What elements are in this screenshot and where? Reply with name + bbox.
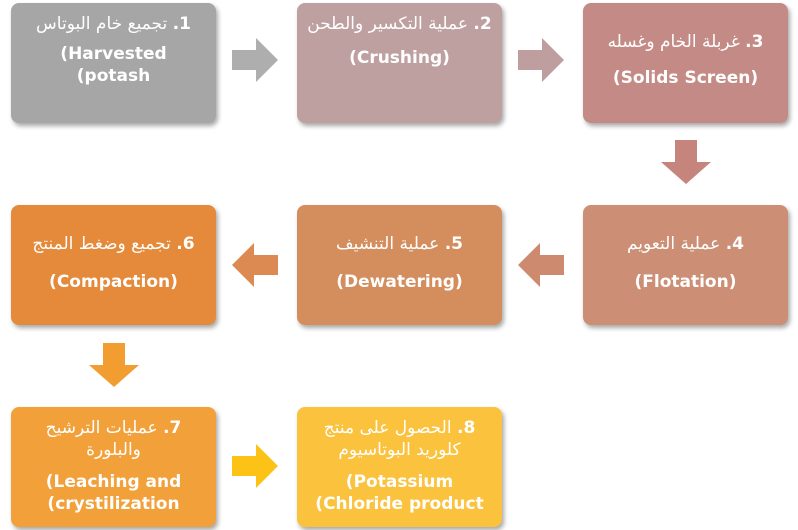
down-arrow-icon (661, 140, 711, 184)
right-arrow-icon (232, 444, 278, 488)
step-5-box: 5. عملية التنشيف (Dewatering) (297, 205, 502, 325)
step-3-english-line-1: (Solids Screen) (612, 68, 759, 88)
step-2-number: 2. (473, 14, 492, 34)
arrow-4-to-5 (518, 243, 564, 287)
step-3-box: 3. غربلة الخام وغسله (Solids Screen) (583, 3, 788, 123)
arrow-6-to-7 (89, 343, 139, 387)
right-arrow-icon (232, 38, 278, 82)
step-2-english-line-1: (Crushing) (349, 48, 450, 68)
step-5-arabic-label: عملية التنشيف (335, 234, 440, 254)
step-7-english-line-1: Leaching and) (45, 472, 182, 492)
step-6-number: 6. (176, 234, 195, 254)
arrow-5-to-6 (232, 243, 278, 287)
step-2-arabic-label: عملية التكسير والطحن (307, 14, 468, 34)
step-4-arabic-label: عملية التعويم (626, 234, 721, 254)
step-8-arabic-label: الحصول على منتج كلوريد البوتاسيوم (323, 418, 461, 460)
step-4-box: 4. عملية التعويم (Flotation) (583, 205, 788, 325)
down-arrow-icon (89, 343, 139, 387)
step-5-english-line-1: (Dewatering) (336, 272, 463, 292)
step-8-number: 8. (456, 418, 476, 438)
step-3-number: 3. (745, 32, 764, 52)
left-arrow-icon (232, 243, 278, 287)
step-6-arabic-label: تجميع وضغط المنتج (32, 234, 171, 254)
step-7-number: 7. (163, 418, 182, 438)
step-7-arabic-label: عمليات الترشيح والبلورة (45, 418, 158, 460)
step-6-box: 6. تجميع وضغط المنتج (Compaction) (11, 205, 216, 325)
step-8-english-line-2: Chloride product) (315, 494, 484, 514)
step-5-number: 5. (444, 234, 464, 254)
right-arrow-icon (518, 38, 564, 82)
step-7-english-line-2: crystilization) (47, 494, 180, 514)
step-1-box: 1. تجميع خام البوتاس Harvested) potash) (11, 3, 216, 123)
arrow-7-to-8 (232, 444, 278, 488)
step-8-english-line-1: Potassium) (345, 472, 454, 492)
step-1-arabic-label: تجميع خام البوتاس (36, 14, 168, 34)
step-1-english-line-1: Harvested) (60, 44, 167, 64)
step-3-arabic-label: غربلة الخام وغسله (607, 32, 740, 52)
arrow-1-to-2 (232, 38, 278, 82)
left-arrow-icon (518, 243, 564, 287)
step-2-box: 2. عملية التكسير والطحن (Crushing) (297, 3, 502, 123)
step-4-english-line-1: (Flotation) (634, 272, 737, 292)
arrow-3-to-4 (661, 140, 711, 184)
step-6-english-line-1: (Compaction) (49, 272, 178, 292)
step-1-number: 1. (172, 14, 191, 34)
arrow-2-to-3 (518, 38, 564, 82)
step-8-box: 8. الحصول على منتج كلوريد البوتاسيوم Pot… (297, 407, 502, 527)
step-1-english-line-2: potash) (76, 66, 151, 86)
step-7-box: 7. عمليات الترشيح والبلورة Leaching and)… (11, 407, 216, 527)
step-4-number: 4. (725, 234, 745, 254)
